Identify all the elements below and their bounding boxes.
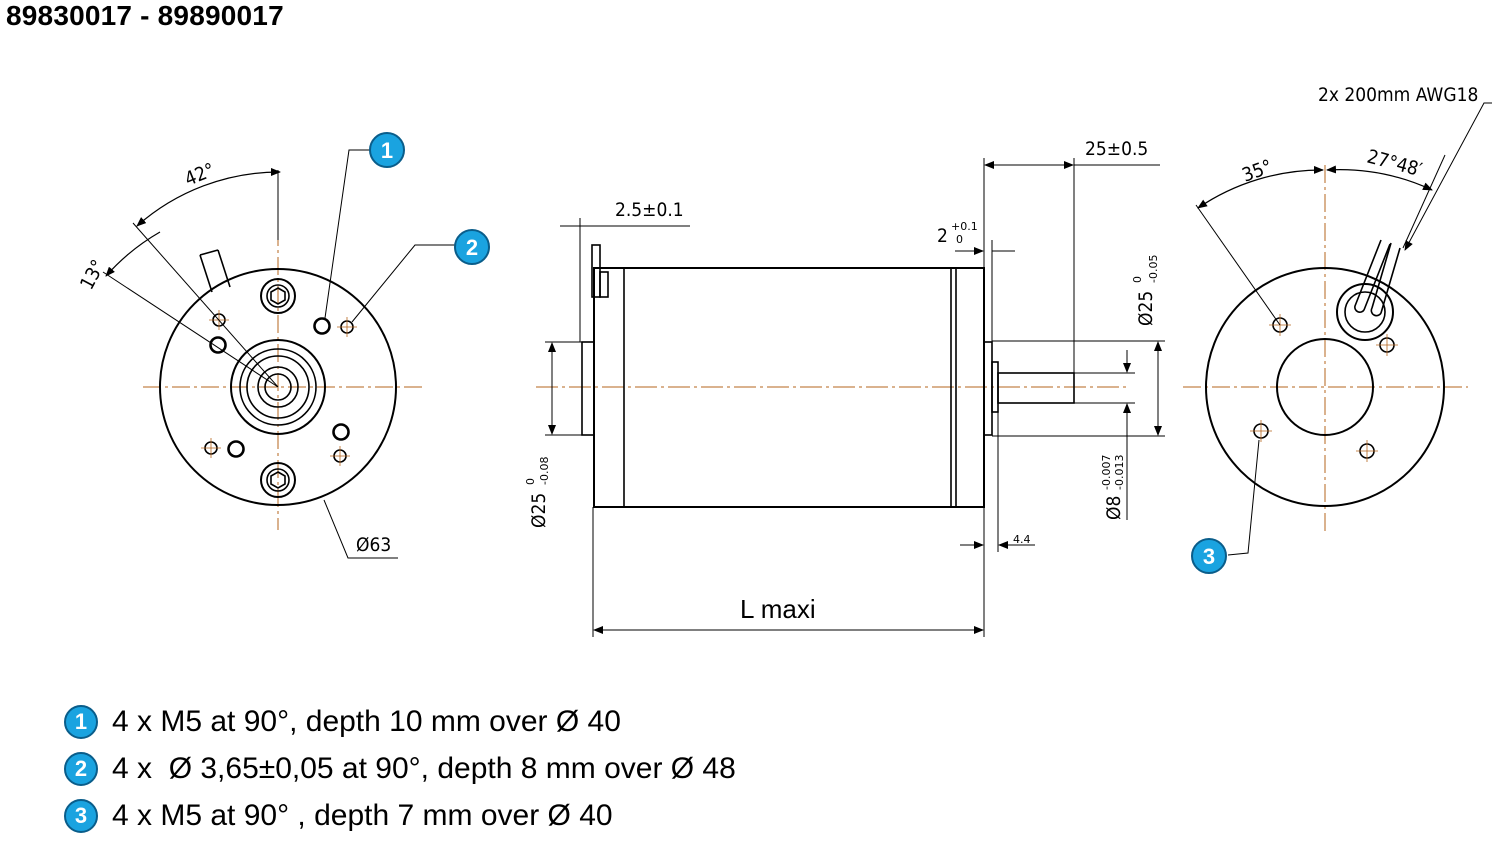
collar-label: 4.4 xyxy=(1013,533,1031,546)
pilot-dia-left-label: Ø25 xyxy=(528,493,550,528)
shaft xyxy=(997,372,1075,404)
front-hub-outer xyxy=(230,339,326,435)
page-title: 89830017 - 89890017 xyxy=(6,0,284,31)
wire-2 xyxy=(1354,239,1391,313)
pilot-depth-tol-lower: 0 xyxy=(956,233,963,246)
rear-bore xyxy=(1276,338,1374,436)
arc-27 xyxy=(1326,165,1433,191)
angle-ray-42 xyxy=(132,222,279,388)
screw-head-top xyxy=(260,278,296,314)
wire-boss xyxy=(1336,283,1394,341)
note-badge-1: 1 xyxy=(64,705,98,739)
flange-thickness-label: 2.5±0.1 xyxy=(615,199,684,221)
pilot-dia-left-tol-lower: -0.08 xyxy=(538,457,551,485)
svg-text:1: 1 xyxy=(381,138,393,163)
note-badge-3: 3 xyxy=(64,799,98,833)
arc-35 xyxy=(1197,165,1324,209)
angle-42-label: 42° xyxy=(182,159,218,191)
callout-badge-3: 3 xyxy=(1191,538,1227,574)
note-3: 3 4 x M5 at 90° , depth 7 mm over Ø 40 xyxy=(64,796,613,836)
hole-m5-1 xyxy=(313,317,331,335)
leader-3 xyxy=(1227,439,1260,556)
angle-ray-13 xyxy=(102,271,279,388)
leader-dia63 xyxy=(323,499,398,559)
front-view xyxy=(102,149,455,559)
small-hole-centerlines xyxy=(201,310,357,466)
note-text-2: 4 x Ø 3,65±0,05 at 90°, depth 8 mm over … xyxy=(112,752,736,785)
angle-13-label: 13° xyxy=(76,256,110,293)
rear-outer-circle xyxy=(1205,267,1445,507)
screw-hex-bottom xyxy=(270,471,286,489)
shaft-dia-tol-lower: -0.013 xyxy=(1113,455,1126,490)
pilot-dia-right-label: Ø25 xyxy=(1135,291,1157,326)
wires-label: 2x 200mm AWG18 xyxy=(1318,84,1478,106)
wire-stub xyxy=(199,249,231,293)
shaft-length-label: 25±0.5 xyxy=(1085,138,1148,160)
wire-1 xyxy=(1370,242,1401,317)
note-badge-2: 2 xyxy=(64,752,98,786)
screw-head-bottom xyxy=(260,462,296,498)
pilot-dia-right-tol-upper: 0 xyxy=(1131,276,1144,283)
note-text-3: 4 x M5 at 90° , depth 7 mm over Ø 40 xyxy=(112,799,613,832)
leader-1 xyxy=(324,149,370,319)
front-pilot xyxy=(983,341,993,436)
angle-35-label: 35° xyxy=(1239,156,1275,187)
note-1: 1 4 x M5 at 90°, depth 10 mm over Ø 40 xyxy=(64,702,621,742)
side-view xyxy=(536,158,1165,637)
svg-text:2: 2 xyxy=(466,235,478,260)
rear-pilot xyxy=(581,341,595,436)
front-hub-bore xyxy=(257,366,299,408)
callout-badge-1: 1 xyxy=(369,132,405,168)
hole-m5-2 xyxy=(209,336,227,354)
length-label: L maxi xyxy=(740,594,816,624)
front-shaft xyxy=(264,373,292,401)
arc-13 xyxy=(105,231,161,277)
pilot-depth-label: 2 xyxy=(937,225,948,247)
front-hub-inner xyxy=(246,355,310,419)
pilot-depth-tol-upper: +0.1 xyxy=(951,220,978,233)
wire-boss-inner xyxy=(1344,291,1386,333)
pilot-dia-right-tol-lower: -0.05 xyxy=(1147,255,1160,283)
arc-42 xyxy=(136,167,281,227)
dia-63-label: Ø63 xyxy=(356,534,391,556)
angle-ray-27 xyxy=(1402,154,1446,249)
wire-tab-2 xyxy=(599,271,609,298)
wire-tab xyxy=(591,244,601,298)
angle-ray-35 xyxy=(1195,204,1281,326)
screw-head-bottom-inner xyxy=(266,468,290,492)
screw-hex-top xyxy=(270,287,286,305)
svg-text:3: 3 xyxy=(1203,544,1215,569)
note-text-1: 4 x M5 at 90°, depth 10 mm over Ø 40 xyxy=(112,705,621,738)
front-outer-circle xyxy=(159,268,397,506)
front-hub-mid xyxy=(239,348,317,426)
hole-m5-3 xyxy=(227,440,245,458)
shaft-dia-label: Ø8 xyxy=(1103,496,1125,520)
leader-2 xyxy=(351,244,455,323)
shaft-dia-tol-upper: -0.007 xyxy=(1100,455,1113,490)
rear-view xyxy=(1183,102,1492,556)
hole-m5-4 xyxy=(332,423,350,441)
note-2: 2 4 x Ø 3,65±0,05 at 90°, depth 8 mm ove… xyxy=(64,749,736,789)
leader-wires xyxy=(1404,102,1492,251)
rear-hole-centerlines xyxy=(1250,314,1398,462)
screw-head-top-inner xyxy=(266,284,290,308)
pilot-dia-left-tol-upper: 0 xyxy=(524,478,537,485)
callout-badge-2: 2 xyxy=(454,229,490,265)
